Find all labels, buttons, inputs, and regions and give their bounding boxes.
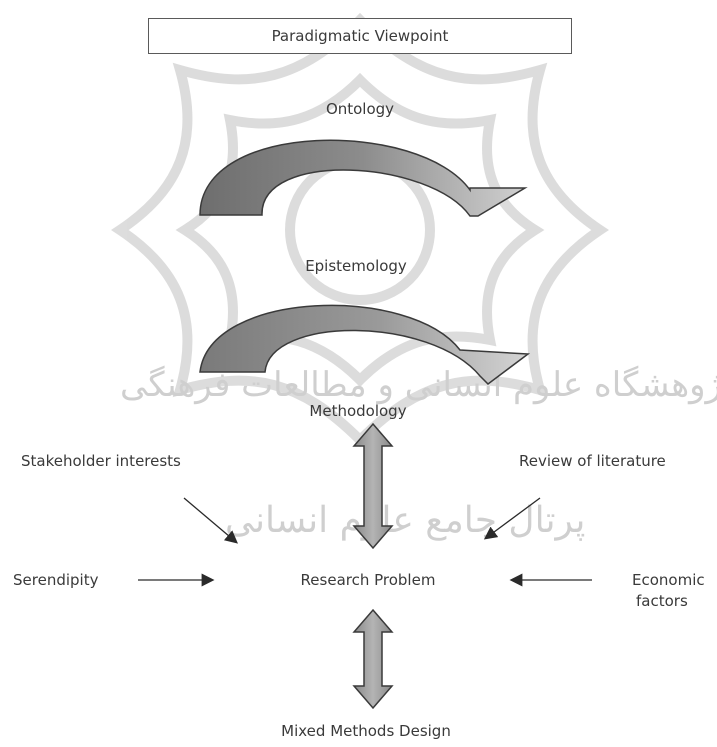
stakeholder-interests-label: Stakeholder interests — [21, 452, 181, 470]
mixed-methods-design-label: Mixed Methods Design — [281, 722, 451, 740]
arrow-stakeholder-to-problem — [183, 497, 238, 544]
arrow-literature-to-problem — [483, 497, 541, 540]
double-arrow-problem-design — [352, 608, 394, 710]
double-arrow-methodology-problem — [352, 422, 394, 550]
paradigmatic-viewpoint-label: Paradigmatic Viewpoint — [271, 27, 449, 45]
ontology-label: Ontology — [325, 100, 395, 118]
research-problem-label: Research Problem — [300, 571, 436, 589]
economic-factors-label-line1: Economic — [632, 571, 705, 589]
curved-arrow-ontology-epistemology — [199, 139, 528, 217]
methodology-label: Methodology — [309, 402, 407, 420]
serendipity-label: Serendipity — [13, 571, 99, 589]
paradigmatic-viewpoint-box: Paradigmatic Viewpoint — [148, 18, 572, 54]
curved-arrow-epistemology-methodology — [199, 304, 531, 385]
review-of-literature-label: Review of literature — [519, 452, 666, 470]
economic-factors-label-line2: factors — [636, 592, 688, 610]
epistemology-label: Epistemology — [305, 257, 407, 275]
watermark-text-line2: پرتال جامع علوم انسانی — [225, 500, 586, 541]
